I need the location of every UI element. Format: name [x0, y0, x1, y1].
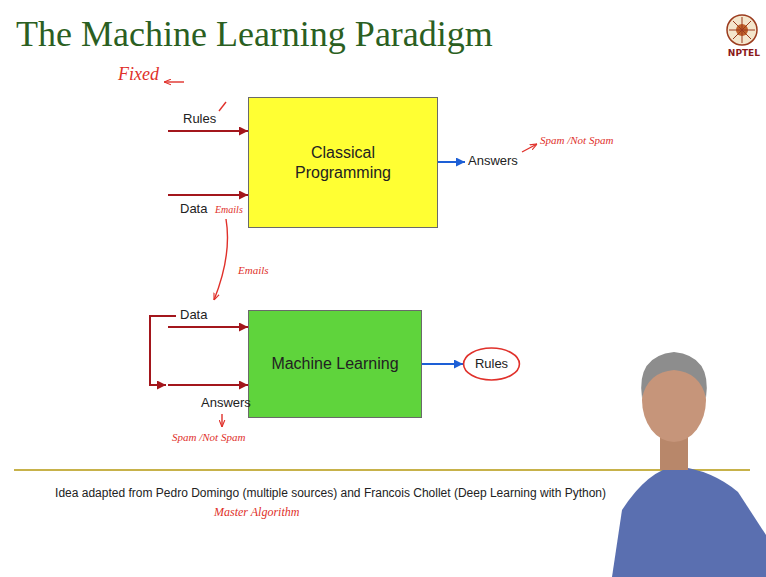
handwritten-note: Fixed	[118, 64, 159, 85]
feedback-bracket	[150, 316, 176, 385]
circled-output: Rules	[463, 347, 520, 381]
output-label: Answers	[468, 154, 518, 169]
annotation-arrow	[164, 81, 184, 82]
input-arrow	[168, 384, 248, 386]
logo-text: NPTEL	[728, 48, 760, 58]
source-caption: Idea adapted from Pedro Domingo (multipl…	[55, 487, 606, 501]
input-label: Data	[180, 308, 207, 323]
output-arrow	[438, 161, 465, 163]
input-label: Data	[180, 202, 207, 217]
handwritten-note: Emails	[215, 204, 243, 216]
input-arrow	[168, 194, 248, 196]
process-box: Machine Learning	[248, 310, 422, 418]
input-arrow	[168, 326, 248, 328]
output-connector	[422, 363, 463, 365]
node-text: Classical Programming	[273, 143, 413, 181]
annotation-arrow	[221, 414, 222, 427]
process-box: Classical Programming	[248, 97, 438, 228]
handwritten-note: Master Algorithm	[214, 506, 299, 520]
node-text: Rules	[475, 356, 508, 372]
handwritten-note: Spam /Not Spam	[540, 134, 613, 147]
slide-title: The Machine Learning Paradigm	[16, 14, 493, 55]
presenter-figure	[612, 352, 766, 577]
input-label: Rules	[183, 112, 216, 127]
logo-ring	[727, 15, 757, 45]
node-text: Machine Learning	[271, 354, 398, 373]
handwritten-note: Emails	[238, 264, 269, 277]
logo-spokes	[729, 17, 755, 43]
nptel-logo	[727, 15, 757, 45]
annotation-arrow	[522, 144, 537, 152]
annotation-tick	[219, 102, 226, 111]
annotation-arrow	[214, 219, 228, 300]
input-label: Answers	[201, 396, 251, 411]
presenter-shirt	[612, 466, 766, 577]
footer-rule	[14, 469, 750, 471]
ellipse-outline	[464, 348, 520, 380]
handwritten-note: Spam /Not Spam	[172, 431, 245, 444]
presenter-hair	[641, 352, 707, 398]
input-arrow	[168, 130, 248, 132]
